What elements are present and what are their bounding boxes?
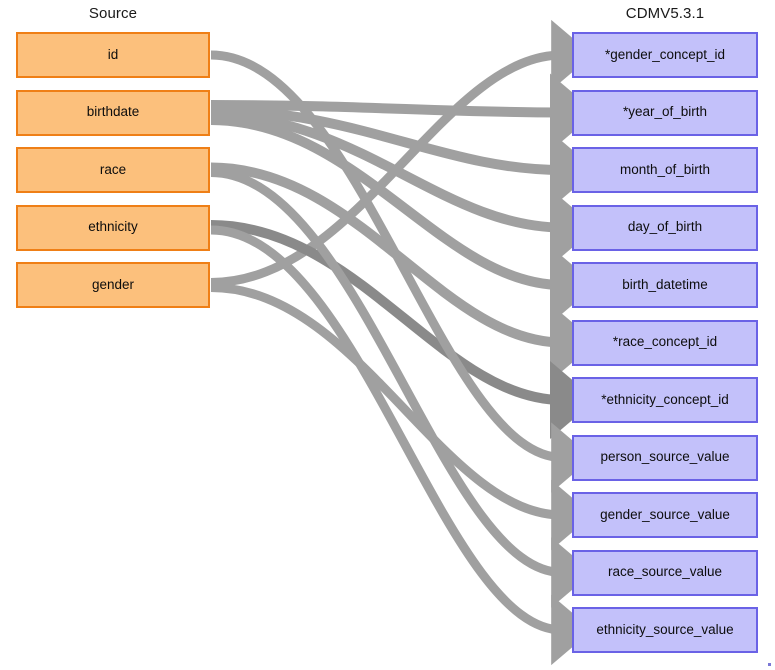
target-field-gender_source_value[interactable]: gender_source_value xyxy=(572,492,758,538)
target-field-ethnicity_concept_id[interactable]: *ethnicity_concept_id xyxy=(572,377,758,423)
target-field-ethnicity_source_value[interactable]: ethnicity_source_value xyxy=(572,607,758,653)
target-field-label: *year_of_birth xyxy=(622,104,708,120)
target-field-label: *race_concept_id xyxy=(612,334,718,350)
target-field-label: gender_source_value xyxy=(600,506,730,522)
target-field-label: month_of_birth xyxy=(619,161,711,177)
target-field-label: ethnicity_source_value xyxy=(596,621,734,637)
source-field-label: race xyxy=(99,161,127,177)
source-field-id[interactable]: id xyxy=(16,32,210,78)
mapping-edge-ethnicity-to-ethnicity_source_value[interactable] xyxy=(210,225,593,666)
edge-layer xyxy=(210,19,596,666)
target-field-label: *ethnicity_concept_id xyxy=(601,391,729,407)
mapping-edge-birthdate-to-month_of_birth[interactable] xyxy=(210,105,596,209)
source-field-label: gender xyxy=(91,276,135,292)
source-field-label: ethnicity xyxy=(88,219,138,235)
mapping-edge-gender-to-gender_source_value[interactable] xyxy=(210,283,593,551)
source-field-label: id xyxy=(107,46,119,62)
target-column-header: CDMV5.3.1 xyxy=(625,5,705,22)
target-field-label: person_source_value xyxy=(600,449,730,465)
target-field-day_of_birth[interactable]: day_of_birth xyxy=(572,204,758,251)
target-field-month_of_birth[interactable]: month_of_birth xyxy=(572,147,758,193)
mapping-edge-birthdate-to-year_of_birth[interactable] xyxy=(210,73,596,152)
source-field-birthdate[interactable]: birthdate xyxy=(16,89,210,136)
source-field-label: birthdate xyxy=(86,104,140,120)
target-field-birth_datetime[interactable]: birth_datetime xyxy=(572,262,758,308)
target-field-person_source_value[interactable]: person_source_value xyxy=(572,434,758,481)
mapping-edge-id-to-person_source_value[interactable] xyxy=(210,50,593,493)
source-column-header: Source xyxy=(88,5,138,22)
mapping-edge-race-to-race_source_value[interactable] xyxy=(210,168,593,608)
target-field-label: race_source_value xyxy=(607,564,723,580)
target-field-gender_concept_id[interactable]: *gender_concept_id xyxy=(572,32,758,78)
mapping-edge-ethnicity-to-ethnicity_concept_id[interactable] xyxy=(210,220,596,439)
source-field-gender[interactable]: gender xyxy=(16,262,210,308)
target-field-label: birth_datetime xyxy=(622,276,708,292)
target-field-year_of_birth[interactable]: *year_of_birth xyxy=(572,89,758,136)
target-field-race_concept_id[interactable]: *race_concept_id xyxy=(572,319,758,366)
canvas-corner-dot xyxy=(768,663,771,666)
target-field-race_source_value[interactable]: race_source_value xyxy=(572,549,758,596)
target-field-label: *gender_concept_id xyxy=(604,46,726,62)
mapping-edge-birthdate-to-day_of_birth[interactable] xyxy=(210,110,596,267)
source-field-ethnicity[interactable]: ethnicity xyxy=(16,204,210,251)
source-field-race[interactable]: race xyxy=(16,147,210,193)
mapping-edge-birthdate-to-birth_datetime[interactable] xyxy=(210,115,596,324)
target-field-label: day_of_birth xyxy=(627,219,703,235)
